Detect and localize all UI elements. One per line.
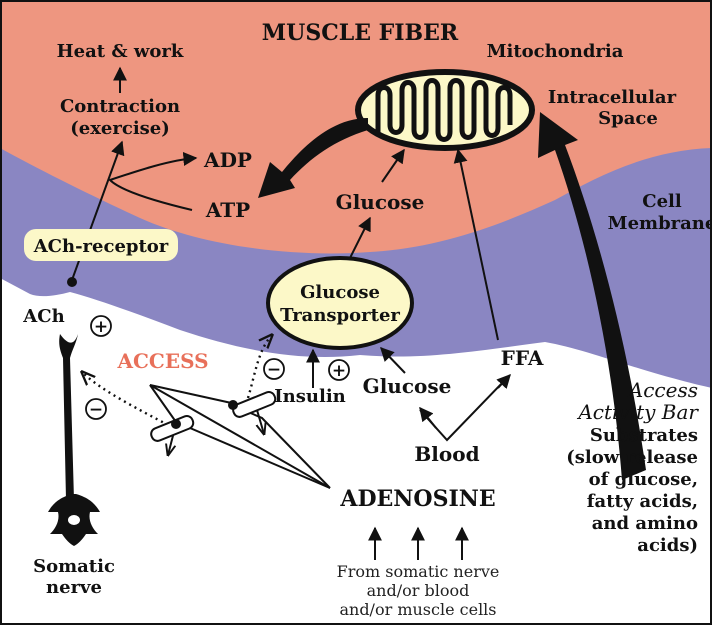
activity-bar-label: Activity Bar [576, 400, 699, 424]
blood-label: Blood [414, 442, 479, 466]
adenosine-source-line1: From somatic nerve [337, 562, 500, 581]
atp-label: ATP [205, 198, 250, 222]
receptor-dot [67, 277, 77, 287]
mitochondria-label: Mitochondria [487, 41, 624, 62]
glucose-transporter-sublabel: Transporter [280, 305, 400, 326]
access-activity-label: Access [627, 378, 698, 402]
substrates-line5: and amino [592, 513, 698, 534]
ach-plus-sign: + [91, 316, 111, 337]
heat-work-label: Heat & work [57, 41, 184, 62]
adp-label: ADP [203, 148, 252, 172]
ach-receptor-label: ACh-receptor [33, 236, 169, 257]
intracellular-label: Intracellular [548, 87, 677, 108]
substrates-line2: (slow release [566, 447, 698, 468]
glucose-extracellular-label: Glucose [363, 374, 452, 398]
mitochondrion-icon [358, 72, 532, 148]
cell-label: Cell [642, 191, 682, 212]
glucose-intracellular-label: Glucose [336, 190, 425, 214]
adenosine-label: ADENOSINE [339, 486, 495, 512]
transporter-minus-sign: − [264, 359, 284, 380]
access-label: ACCESS [116, 349, 208, 373]
nerve-minus-sign: − [86, 399, 106, 420]
contraction-label: Contraction [60, 96, 180, 117]
svg-text:−: − [267, 360, 281, 380]
glucose-transporter: Glucose Transporter [268, 258, 412, 348]
substrates-line6: acids) [637, 535, 698, 556]
svg-text:−: − [89, 400, 103, 420]
space-label: Space [598, 108, 658, 129]
substrates-line4: fatty acids, [587, 491, 698, 512]
somatic-label: Somatic [33, 556, 115, 577]
adenosine-source-line2: and/or blood [367, 581, 470, 600]
nerve-label: nerve [46, 577, 102, 598]
substrates-line1: Substrates [590, 425, 698, 446]
adenosine-source-line3: and/or muscle cells [339, 600, 496, 619]
svg-text:+: + [332, 361, 346, 381]
muscle-fiber-title: MUSCLE FIBER [262, 20, 459, 46]
insulin-plus-sign: + [329, 360, 349, 381]
svg-text:+: + [94, 317, 108, 337]
ach-receptor-box: ACh-receptor [24, 229, 178, 261]
membrane-label: Membrane [608, 213, 712, 234]
ffa-label: FFA [501, 346, 544, 370]
substrates-line3: of glucose, [589, 469, 698, 490]
glucose-transporter-label: Glucose [300, 282, 380, 303]
insulin-label: Insulin [274, 386, 346, 407]
ach-label: ACh [22, 306, 64, 327]
contraction-sublabel: (exercise) [70, 118, 170, 139]
